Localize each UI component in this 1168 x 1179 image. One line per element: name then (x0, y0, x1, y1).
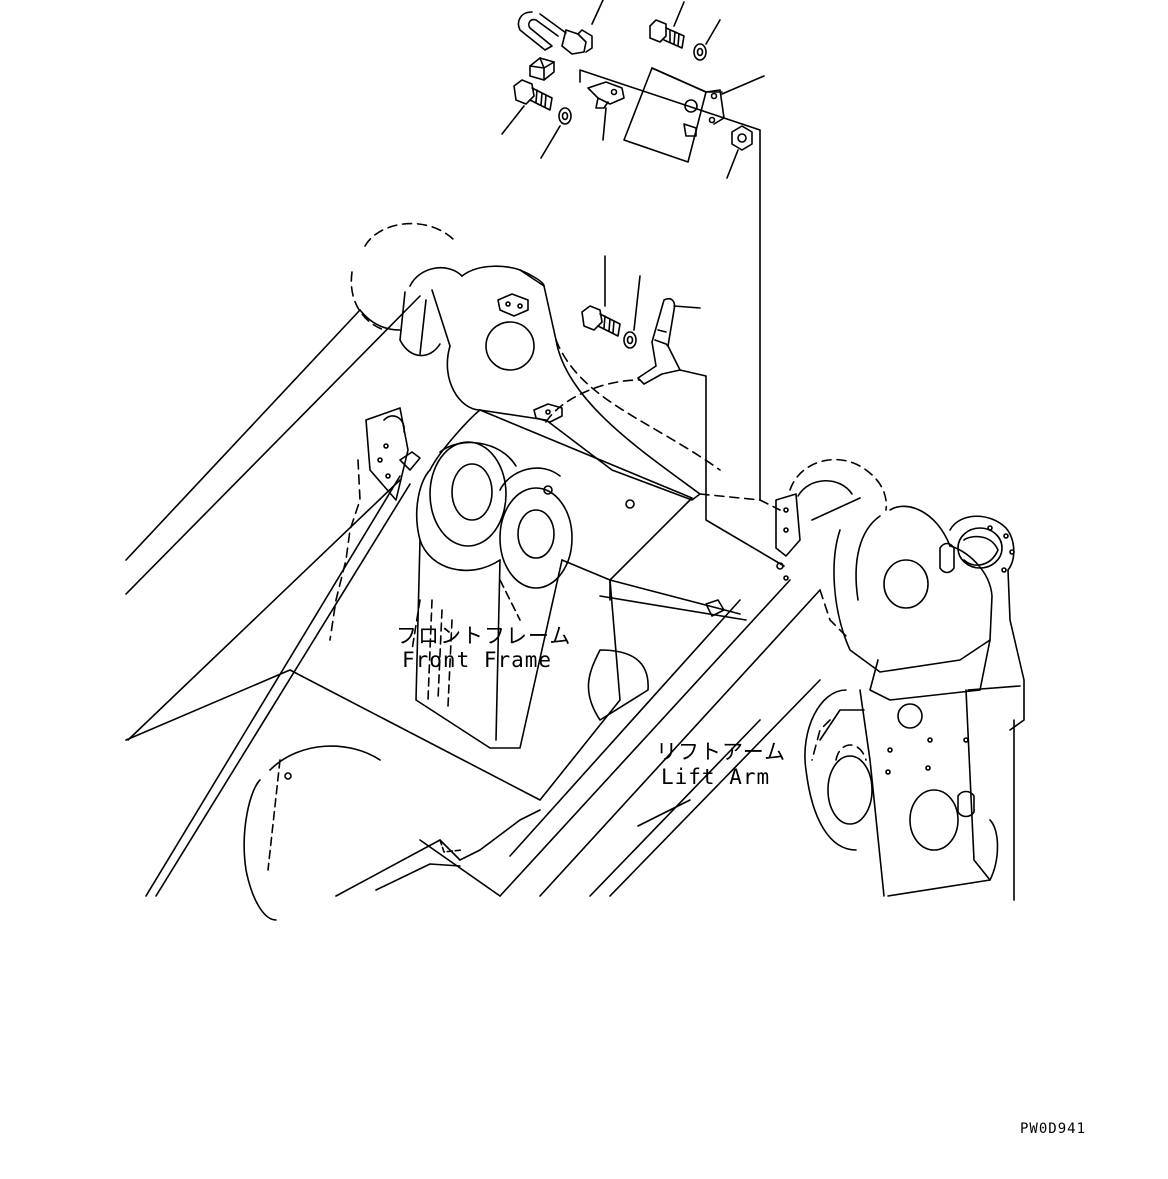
lift-arm-outline (776, 460, 1024, 900)
washer-part-1 (694, 20, 720, 60)
striker-plate-part (638, 299, 784, 566)
drawing-code: PW0D941 (1020, 1121, 1087, 1137)
sensor-clamp-part (519, 0, 604, 80)
switch-block-part (624, 68, 764, 162)
lift-arm-label-en: Lift Arm (661, 765, 771, 789)
front-frame-label-en: Front Frame (402, 648, 553, 672)
bolt-part-2 (502, 80, 552, 134)
washer-part-3 (624, 276, 640, 348)
washer-part-2 (541, 108, 571, 158)
exploded-parts-group (502, 0, 784, 566)
nut-part (727, 126, 752, 178)
bolt-part-1 (650, 2, 684, 48)
bolt-part-3 (582, 256, 620, 336)
small-bracket-part (580, 70, 760, 500)
front-frame-outline (126, 224, 820, 920)
front-frame-label-jp: フロントフレーム (396, 624, 572, 648)
lift-arm-label-jp: リフトアーム (656, 740, 787, 764)
